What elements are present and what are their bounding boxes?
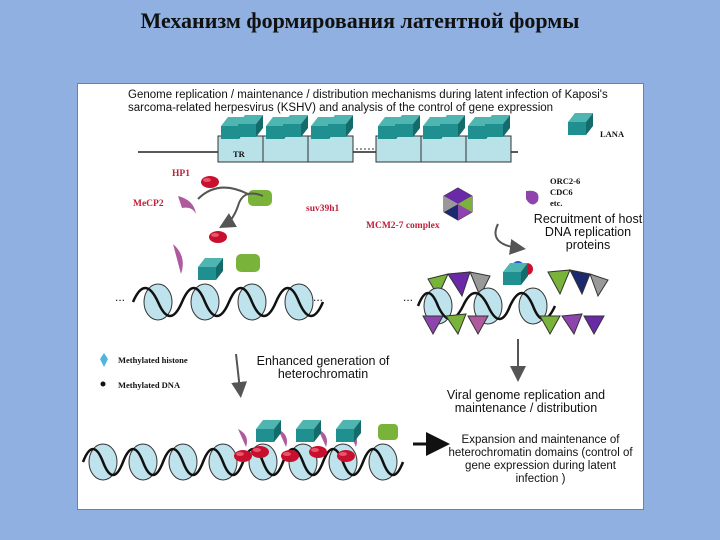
- right-chromatin: [416, 261, 609, 336]
- label-viral-replication: Viral genome replication and maintenance…: [446, 388, 606, 415]
- label-recruitment: Recruitment of host DNA replication prot…: [533, 212, 643, 252]
- diagram-graphics: [81, 113, 609, 481]
- label-etc: etc.: [550, 198, 563, 208]
- dots-left-1: ...: [115, 290, 126, 304]
- label-enhanced: Enhanced generation of heterochromatin: [256, 354, 390, 381]
- dots-right: ...: [403, 290, 414, 304]
- tr-repeat-boxes: [217, 135, 512, 163]
- legend-methylated-histone: Methylated histone: [118, 355, 188, 365]
- label-expansion: Expansion and maintenance of heterochrom…: [448, 434, 633, 485]
- label-orc: ORC2-6: [550, 176, 581, 186]
- label-cdc6: CDC6: [550, 187, 573, 197]
- suv39h1-protein: [248, 190, 272, 206]
- slide-title: Механизм формирования латентной формы: [140, 8, 580, 33]
- mcm-complex-icon: [443, 187, 473, 221]
- orc-protein: [526, 190, 539, 205]
- methylated-dna-symbol: [100, 381, 106, 387]
- label-tr: TR: [233, 149, 245, 159]
- dots-left-2: ...: [313, 290, 324, 304]
- figure-panel: Genome replication / maintenance / distr…: [77, 83, 644, 510]
- label-hp1: HP1: [172, 169, 190, 179]
- label-suv39h1: suv39h1: [306, 204, 340, 214]
- label-mcm: MCM2-7 complex: [366, 221, 440, 231]
- figure-header: Genome replication / maintenance / distr…: [128, 89, 608, 114]
- label-lana: LANA: [600, 129, 625, 139]
- legend-methylated-dna: Methylated DNA: [118, 380, 181, 390]
- bottom-heterochromatin: [81, 420, 405, 481]
- methylated-histone-symbol: [100, 353, 108, 367]
- hp1-protein: [201, 176, 219, 188]
- label-mecp2: MeCP2: [133, 199, 164, 209]
- lana-proteins-top: [221, 113, 593, 139]
- mecp2-protein: [178, 196, 196, 214]
- left-chromatin: [131, 231, 325, 321]
